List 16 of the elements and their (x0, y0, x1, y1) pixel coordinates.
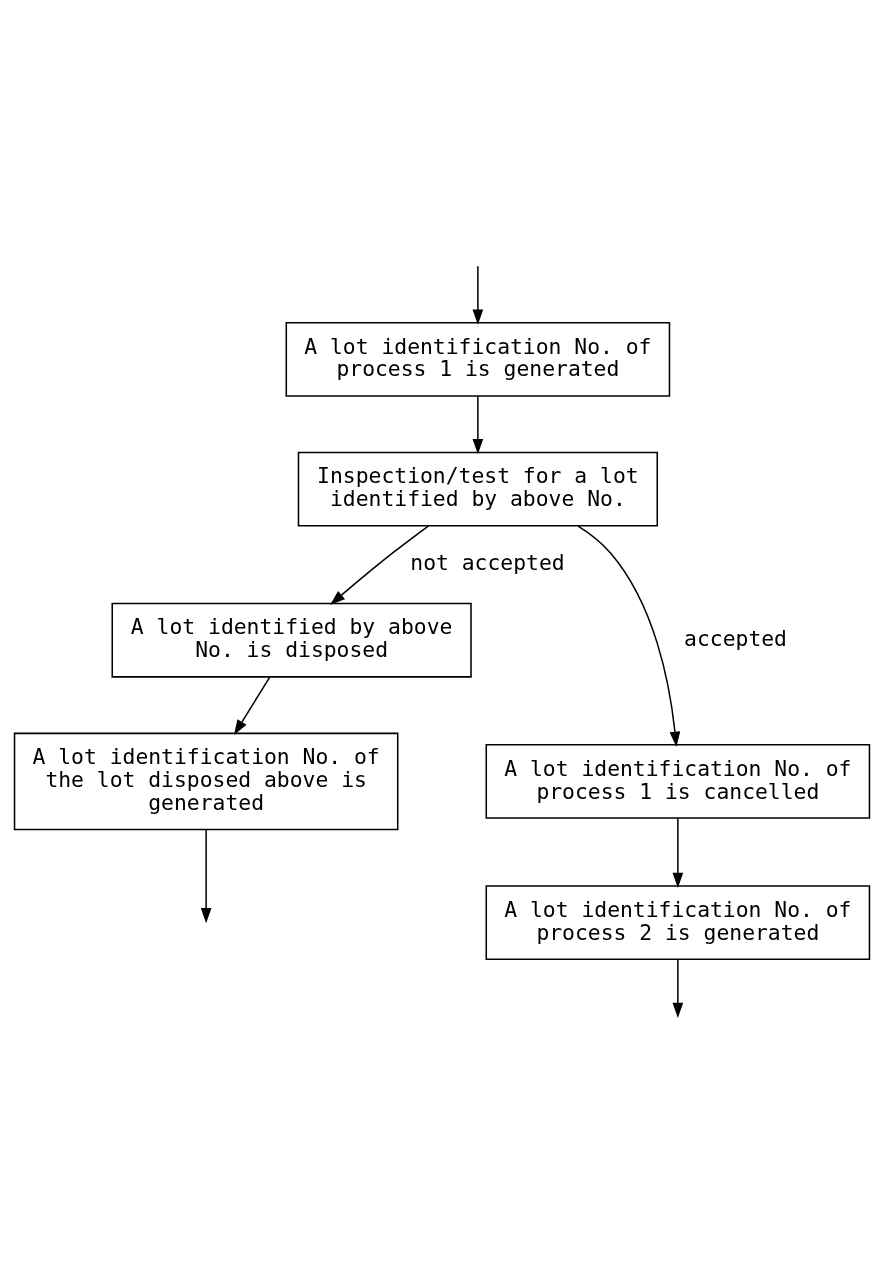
node-box: A lot identification No. of process 2 is generated (485, 884, 871, 960)
node-box: A lot identification No. of process 1 is generated (285, 321, 671, 397)
arrow (672, 958, 684, 1018)
arrow (577, 524, 681, 747)
node-box: A lot identification No. of the lot disposed above is generated (13, 732, 399, 830)
arrow (672, 817, 684, 888)
arrow (200, 828, 212, 923)
arrow (472, 394, 484, 454)
arrow (233, 676, 271, 735)
edge-label: accepted (684, 625, 787, 651)
node-box: A lot identification No. of process 1 is cancelled (485, 743, 871, 819)
arrow (330, 524, 430, 605)
node-box: A lot identified by above No. is disposed (111, 602, 472, 678)
arrow (472, 265, 484, 325)
edge-label: not accepted (410, 549, 565, 575)
node-box: Inspection/test for a lot identified by above No. (297, 451, 659, 526)
